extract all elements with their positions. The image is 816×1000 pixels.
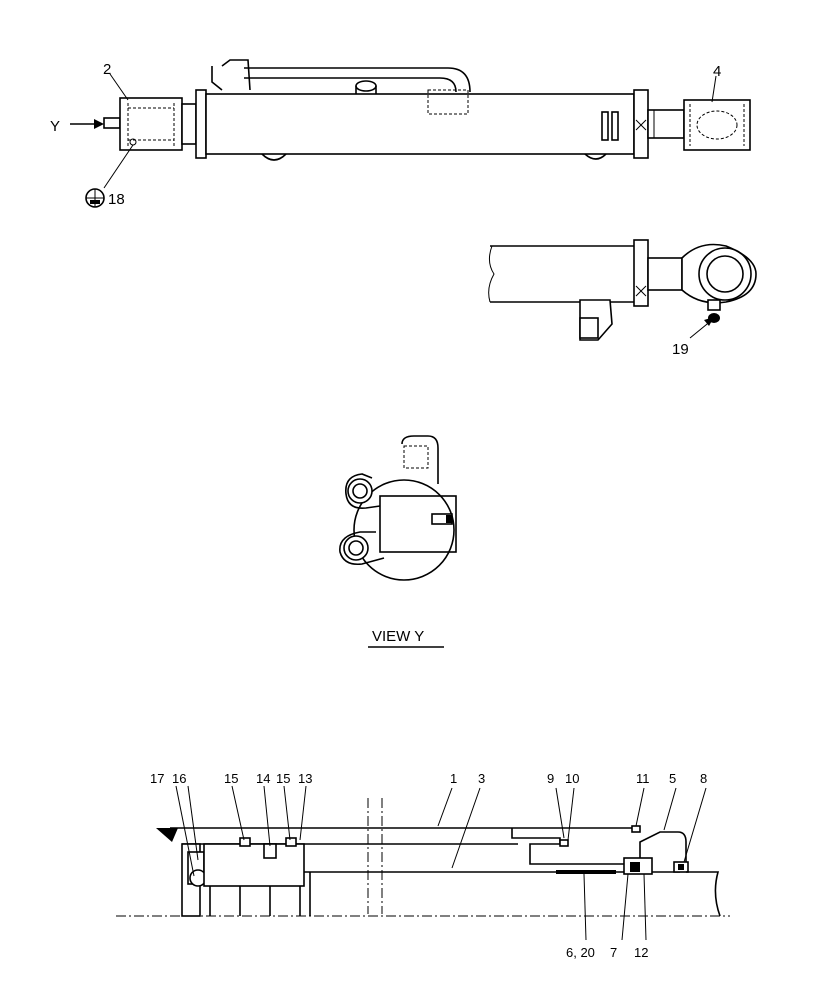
callout-15b: 15 <box>276 771 290 786</box>
section-leaders <box>175 785 707 941</box>
callout-12: 12 <box>634 945 648 960</box>
rod-eye <box>683 99 751 151</box>
callout-6-20: 6, 20 <box>566 945 595 960</box>
view-y-arrow <box>70 119 104 129</box>
callout-19: 19 <box>672 341 689 358</box>
callout-11: 11 <box>636 771 650 786</box>
callout-16: 16 <box>172 771 186 786</box>
bottom-eye <box>119 97 183 151</box>
rod-eye-detail <box>488 239 757 341</box>
callout-10: 10 <box>565 771 579 786</box>
callout-17: 17 <box>150 771 164 786</box>
view-y-title: VIEW Y <box>372 628 424 645</box>
piston-rod <box>647 109 685 139</box>
gland <box>511 828 687 865</box>
piston <box>203 843 305 887</box>
callout-4: 4 <box>713 63 721 80</box>
callout-3: 3 <box>478 771 485 786</box>
connecting-pipe <box>244 67 471 93</box>
callout-5: 5 <box>669 771 676 786</box>
callout-2: 2 <box>103 61 111 78</box>
cylinder-tube <box>205 93 635 155</box>
y-arrow-label: Y <box>50 118 60 135</box>
callout-18: 18 <box>108 191 125 208</box>
cylinder-assembly <box>103 59 751 161</box>
bottom-pin <box>103 117 121 129</box>
callout-13: 13 <box>298 771 312 786</box>
callout-15a: 15 <box>224 771 238 786</box>
grease-nipple-icon <box>85 188 105 208</box>
callout-7: 7 <box>610 945 617 960</box>
callout-9: 9 <box>547 771 554 786</box>
section-view <box>116 798 730 917</box>
view-y-drawing <box>339 435 457 581</box>
callout-8: 8 <box>700 771 707 786</box>
callout-14: 14 <box>256 771 270 786</box>
callout-1: 1 <box>450 771 457 786</box>
